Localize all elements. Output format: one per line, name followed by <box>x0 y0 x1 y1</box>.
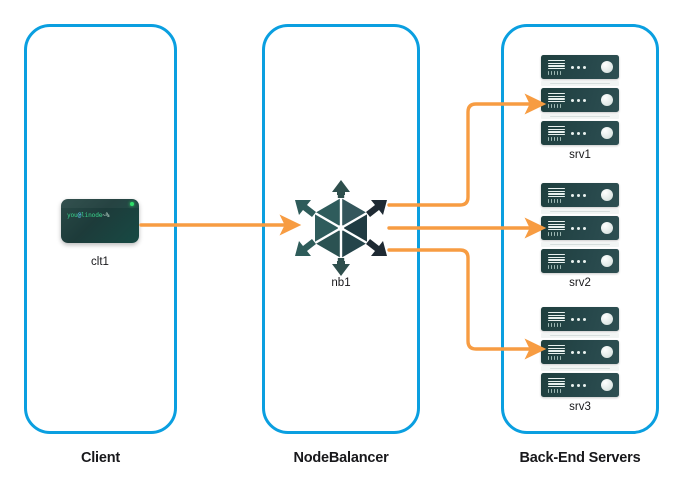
prompt-tail: ~% <box>102 212 110 219</box>
server-rack-icon-srv2 <box>541 183 619 273</box>
prompt-host: linode <box>81 212 103 219</box>
rack-unit <box>541 373 619 397</box>
node-label-nb1: nb1 <box>331 277 351 289</box>
zone-label-backend: Back-End Servers <box>519 450 641 466</box>
rack-led-ticks-icon <box>548 388 563 393</box>
rack-power-knob-icon <box>601 189 613 201</box>
node-label-srv3: srv3 <box>569 401 591 413</box>
rack-vent-lines-icon <box>548 345 565 355</box>
rack-power-knob-icon <box>601 313 613 325</box>
rack-indicator-dots-icon <box>571 259 587 263</box>
rack-led-ticks-icon <box>548 264 563 269</box>
rack-power-knob-icon <box>601 94 613 106</box>
rack-divider <box>541 242 619 247</box>
rack-indicator-dots-icon <box>571 98 587 102</box>
rack-divider <box>541 366 619 371</box>
rack-vent-lines-icon <box>548 60 565 70</box>
rack-divider <box>541 114 619 119</box>
zone-client <box>24 24 177 434</box>
rack-led-ticks-icon <box>548 231 563 236</box>
rack-divider <box>541 333 619 338</box>
server-rack-icon-srv3 <box>541 307 619 397</box>
rack-unit <box>541 216 619 240</box>
rack-power-knob-icon <box>601 346 613 358</box>
rack-vent-lines-icon <box>548 188 565 198</box>
rack-divider <box>541 81 619 86</box>
terminal-prompt-text: you@linode~% <box>67 212 110 219</box>
rack-power-knob-icon <box>601 379 613 391</box>
rack-indicator-dots-icon <box>571 65 587 69</box>
rack-vent-lines-icon <box>548 254 565 264</box>
zone-nodebalancer <box>262 24 420 434</box>
prompt-user: you <box>67 212 78 219</box>
rack-vent-lines-icon <box>548 312 565 322</box>
rack-unit <box>541 249 619 273</box>
prompt-at: @ <box>77 212 82 219</box>
rack-led-ticks-icon <box>548 322 563 327</box>
zone-label-nodebalancer: NodeBalancer <box>293 450 389 466</box>
terminal-window-icon: you@linode~% <box>61 199 139 243</box>
rack-led-ticks-icon <box>548 355 563 360</box>
rack-vent-lines-icon <box>548 126 565 136</box>
rack-indicator-dots-icon <box>571 350 587 354</box>
rack-indicator-dots-icon <box>571 193 587 197</box>
rack-power-knob-icon <box>601 222 613 234</box>
rack-led-ticks-icon <box>548 136 563 141</box>
node-label-clt1: clt1 <box>91 256 109 268</box>
zone-label-client: Client <box>80 450 121 466</box>
status-dot-icon <box>130 201 134 206</box>
node-label-srv1: srv1 <box>569 149 591 161</box>
rack-divider <box>541 209 619 214</box>
rack-indicator-dots-icon <box>571 131 587 135</box>
rack-unit <box>541 88 619 112</box>
node-label-srv2: srv2 <box>569 277 591 289</box>
rack-unit <box>541 121 619 145</box>
rack-power-knob-icon <box>601 255 613 267</box>
rack-unit <box>541 307 619 331</box>
rack-power-knob-icon <box>601 61 613 73</box>
rack-indicator-dots-icon <box>571 226 587 230</box>
server-rack-icon-srv1 <box>541 55 619 145</box>
rack-unit <box>541 340 619 364</box>
rack-led-ticks-icon <box>548 198 563 203</box>
rack-unit <box>541 55 619 79</box>
rack-vent-lines-icon <box>548 378 565 388</box>
rack-unit <box>541 183 619 207</box>
rack-power-knob-icon <box>601 127 613 139</box>
rack-led-ticks-icon <box>548 103 563 108</box>
rack-led-ticks-icon <box>548 70 563 75</box>
rack-indicator-dots-icon <box>571 383 587 387</box>
rack-vent-lines-icon <box>548 93 565 103</box>
rack-vent-lines-icon <box>548 221 565 231</box>
terminal-titlebar <box>61 199 139 208</box>
rack-indicator-dots-icon <box>571 317 587 321</box>
